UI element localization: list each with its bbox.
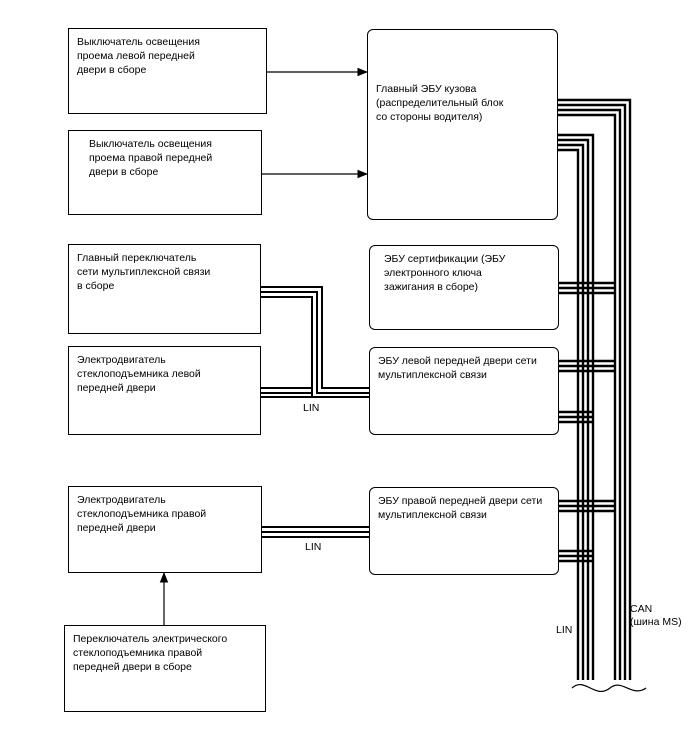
right-door-switch-box: Выключатель освещения проема правой пере… bbox=[68, 130, 262, 215]
can-bus-label: CAN (шина MS) bbox=[630, 603, 682, 628]
lin-bus-bundle bbox=[557, 133, 595, 680]
lin-label-left: LIN bbox=[303, 402, 320, 414]
right-window-switch-box: Переключатель электрического стеклоподъе… bbox=[64, 625, 266, 712]
master-switch-box: Главный переключатель сети мультиплексно… bbox=[68, 244, 261, 334]
lin-bus-label: LIN bbox=[556, 624, 573, 636]
cut-mark bbox=[571, 684, 647, 692]
lin-bundle-left bbox=[261, 286, 370, 398]
left-door-ecu-box: ЭБУ левой передней двери сети мультиплек… bbox=[369, 347, 559, 435]
main-body-ecu-box: Главный ЭБУ кузова (распределительный бл… bbox=[367, 29, 558, 220]
lin-bundle-right bbox=[262, 526, 370, 538]
certification-ecu-box: ЭБУ сертификации (ЭБУ электронного ключа… bbox=[369, 245, 559, 330]
right-window-motor-box: Электродвигатель стеклоподъемника правой… bbox=[68, 486, 262, 573]
right-door-ecu-box: ЭБУ правой передней двери сети мультипле… bbox=[369, 487, 559, 575]
left-window-motor-box: Электродвигатель стеклоподъемника левой … bbox=[68, 346, 261, 435]
lin-label-right: LIN bbox=[305, 541, 322, 553]
left-door-switch-box: Выключатель освещения проема левой перед… bbox=[68, 28, 267, 114]
